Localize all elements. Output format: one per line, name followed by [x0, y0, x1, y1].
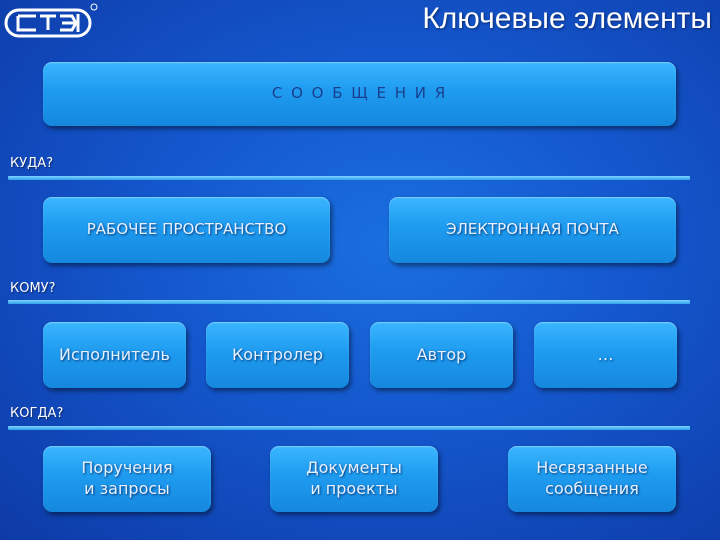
section-label-when: КОГДА? [10, 406, 64, 421]
section-label-whom: КОМУ? [10, 281, 56, 296]
box-email: ЭЛЕКТРОННАЯ ПОЧТА [389, 197, 676, 263]
box-documents: Документы и проекты [270, 446, 438, 512]
slide-title: Ключевые элементы [422, 2, 712, 35]
box-email-label: ЭЛЕКТРОННАЯ ПОЧТА [446, 220, 619, 239]
section-label-where: КУДА? [10, 156, 54, 171]
company-logo [4, 3, 98, 38]
divider-when [8, 426, 690, 430]
box-assignments: Поручения и запросы [43, 446, 211, 512]
box-controller-label: Контролер [231, 344, 324, 364]
divider-where [8, 176, 690, 180]
box-unrelated-label: Несвязанные сообщения [536, 458, 648, 498]
box-controller: Контролер [206, 322, 349, 388]
box-documents-label: Документы и проекты [306, 458, 402, 498]
box-executor: Исполнитель [43, 322, 186, 388]
box-workspace-label: РАБОЧЕЕ ПРОСТРАНСТВО [86, 220, 287, 239]
box-more-label: … [597, 344, 614, 364]
box-more: … [534, 322, 677, 388]
box-author: Автор [370, 322, 513, 388]
box-unrelated: Несвязанные сообщения [508, 446, 676, 512]
box-executor-label: Исполнитель [59, 344, 170, 364]
box-assignments-label: Поручения и запросы [81, 458, 173, 498]
box-workspace: РАБОЧЕЕ ПРОСТРАНСТВО [43, 197, 330, 263]
messages-box: С О О Б Щ Е Н И Я [43, 62, 676, 126]
messages-label: С О О Б Щ Е Н И Я [271, 84, 448, 103]
divider-whom [8, 300, 690, 304]
box-author-label: Автор [416, 344, 467, 364]
